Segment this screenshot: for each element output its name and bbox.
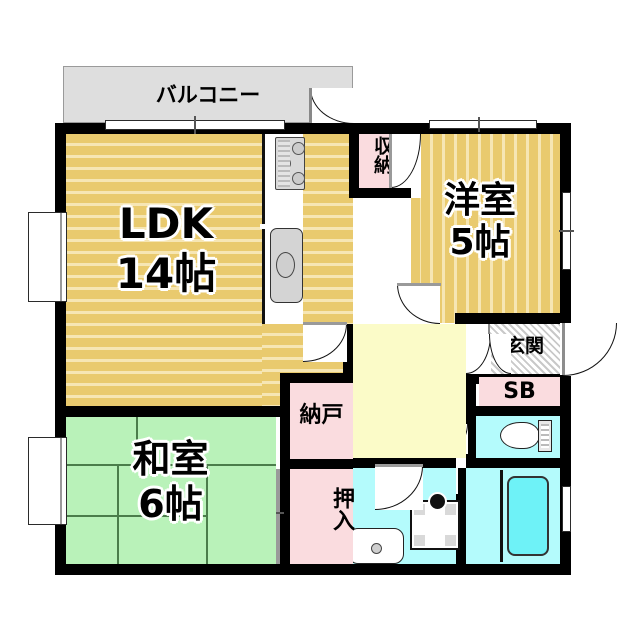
wall-nando-top — [280, 373, 353, 383]
stove-burner-3 — [292, 172, 305, 185]
japanese-name-label: 和室 — [132, 437, 209, 481]
room-nando — [290, 383, 353, 459]
tatami-seam-3 — [136, 417, 138, 464]
ldk-size-label: 14帖 — [115, 249, 217, 298]
tatami-seam-4 — [117, 464, 119, 564]
tatami-seam-5 — [206, 464, 208, 564]
oshiire-sliding-door[interactable] — [276, 469, 280, 564]
genkan-label: 玄関 — [505, 335, 544, 357]
tatami-seam-2 — [66, 515, 206, 517]
room-balcony — [63, 66, 353, 123]
wall-shuno-left — [349, 123, 359, 198]
room-oshiire — [290, 469, 353, 564]
wall-washroom-top — [331, 458, 456, 468]
lavatory-drain — [371, 543, 382, 554]
toilet-bowl — [500, 422, 540, 449]
entrance-door-leaf — [562, 323, 565, 375]
shuno-door-jamb — [389, 134, 392, 188]
oshiire-label: 押入 — [329, 487, 354, 531]
kitchen-counter-edge-2 — [262, 226, 265, 324]
japanese-bay-window-glass — [60, 438, 62, 524]
oshiire-door-mullion — [272, 512, 284, 514]
room-shuno — [359, 134, 391, 188]
hallway-genkan-strip — [420, 324, 466, 374]
ldk-name-label: LDK — [118, 199, 214, 248]
western-name-label: 洋室 — [443, 180, 516, 221]
room-ldk — [66, 134, 262, 406]
wall-toilet-left — [466, 406, 476, 468]
western-door-leaf — [397, 283, 441, 286]
wall-hall-bottom — [353, 458, 363, 468]
bathtub — [507, 476, 549, 556]
japanese-size-label: 6帖 — [138, 482, 203, 526]
wall-bottom-exterior — [55, 564, 571, 575]
washer-drain-knob — [428, 492, 447, 511]
washer-pan-corner-tr — [445, 504, 456, 515]
western-size-label: 5帖 — [449, 222, 511, 263]
stove-burner-1 — [292, 142, 305, 155]
kitchen-counter-edge — [262, 134, 265, 226]
western-left-strip — [411, 198, 421, 323]
wall-toilet-top — [466, 406, 560, 416]
wall-shuno-bottom — [349, 188, 411, 198]
room-japanese — [66, 417, 276, 564]
washer-pan-corner-br — [445, 535, 456, 546]
ldk-window-mullion — [194, 116, 196, 134]
toilet-tank-detail — [541, 424, 549, 448]
wall-left-exterior — [55, 123, 66, 575]
wall-toilet-bottom — [466, 458, 560, 468]
wall-nando-bottom — [280, 459, 353, 469]
sink-basin — [276, 252, 295, 278]
ldk-hall-door-leaf — [303, 322, 347, 325]
ldk-bay-window-glass — [60, 213, 62, 301]
room-western — [421, 134, 560, 323]
wall-oshiire-left — [280, 469, 290, 564]
western-top-window-mullion — [478, 117, 480, 132]
room-shoebox — [479, 377, 560, 406]
kitchen-entry-gap — [260, 224, 268, 229]
wall-hall-ldk — [343, 324, 353, 382]
nando-label: 納戸 — [299, 403, 344, 428]
shuno-label: 収納 — [371, 136, 393, 174]
ldk-kitchen-strip — [303, 134, 353, 324]
washroom-door-leaf — [375, 464, 423, 467]
washer-pan-corner-bl — [414, 535, 425, 546]
wall-western-bottom — [455, 313, 560, 324]
balcony-label: バルコニー — [155, 83, 261, 107]
bathroom-window[interactable] — [562, 486, 571, 532]
western-top-window[interactable] — [429, 120, 537, 129]
bathroom-tub-surround — [500, 470, 503, 562]
wall-nando-left — [280, 373, 290, 459]
tatami-seam-1 — [66, 464, 276, 466]
shoebox-label: SB — [503, 379, 536, 404]
wall-bathroom-left — [456, 468, 466, 564]
wall-sb-left — [466, 374, 476, 406]
wall-washitsu-top — [55, 406, 281, 417]
balcony-door-leaf — [309, 88, 312, 124]
wall-right-lower — [560, 375, 571, 575]
western-right-window-mullion — [559, 230, 574, 232]
stove-grate — [278, 140, 290, 187]
